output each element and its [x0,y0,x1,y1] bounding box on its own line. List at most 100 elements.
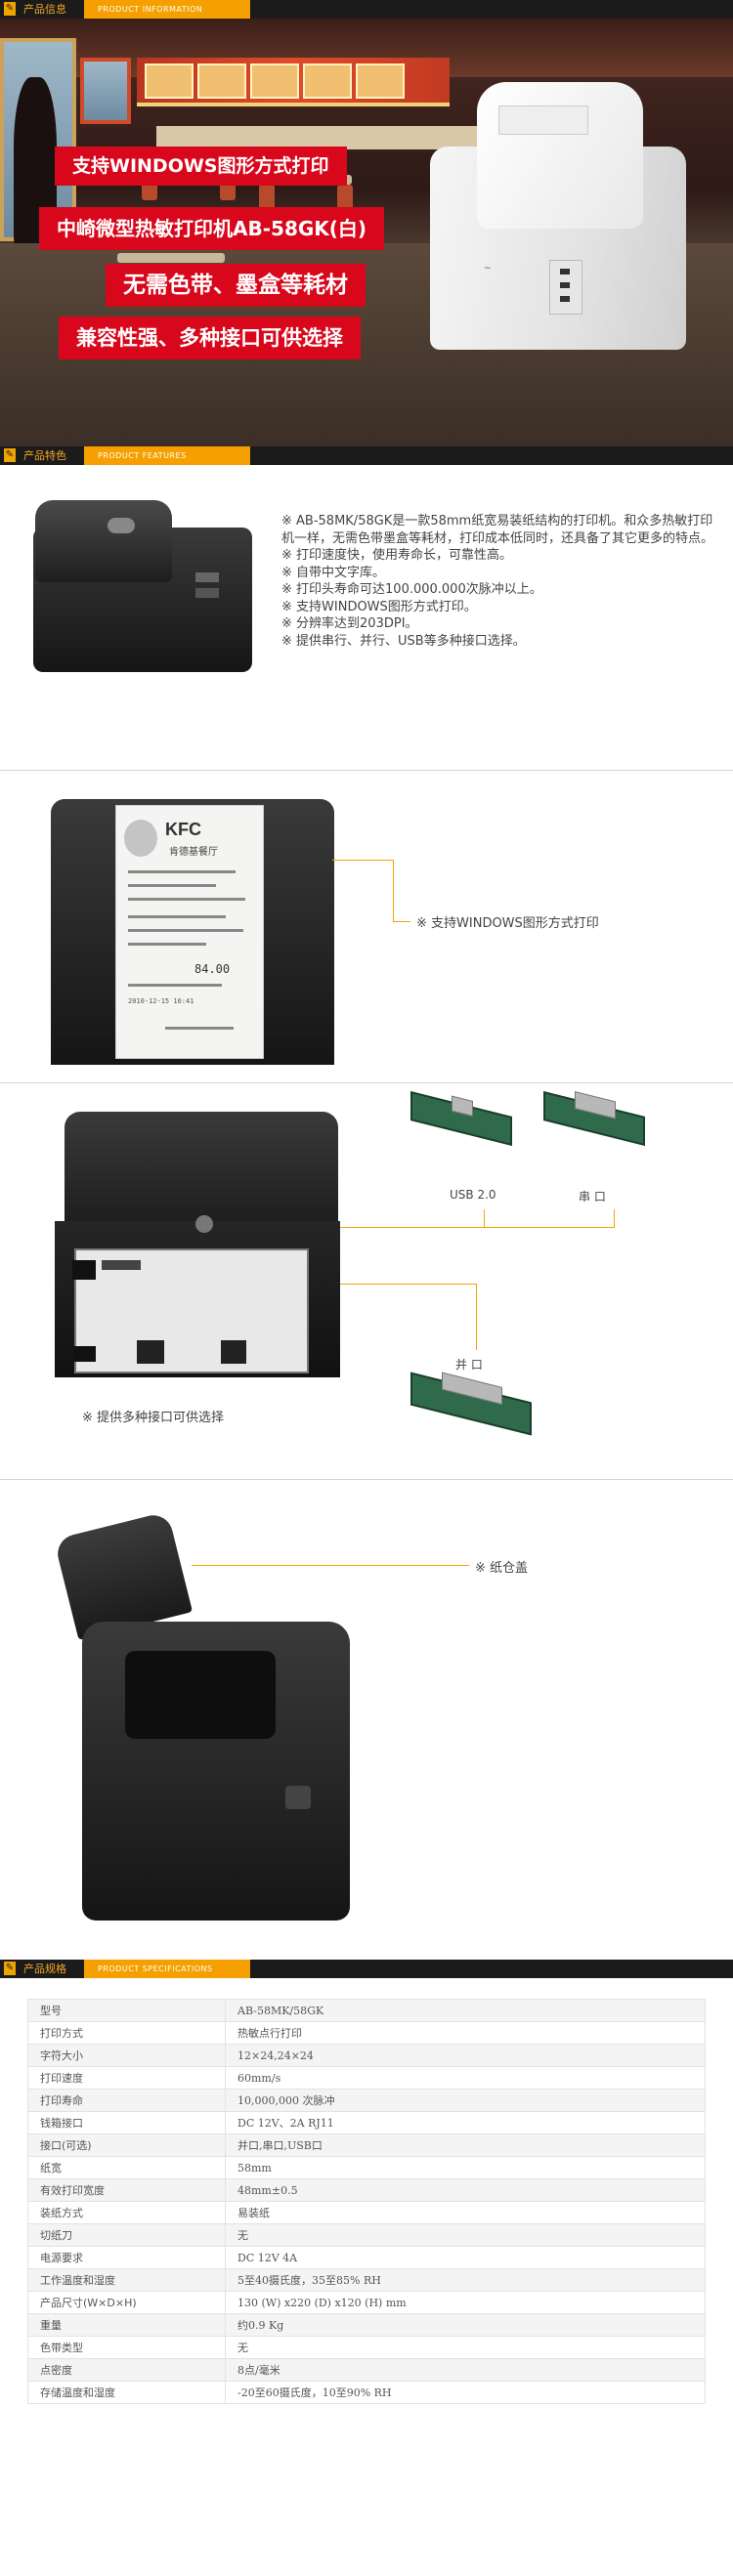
table-row: 产品尺寸(W×D×H)130 (W) x220 (D) x120 (H) mm [27,2291,706,2314]
parallel-board [410,1372,532,1436]
spec-key: 色带类型 [27,2336,226,2359]
spec-value: DC 12V、2A RJ11 [225,2111,706,2134]
callout-graphics-printing: ※ 支持WINDOWS图形方式打印 [416,916,599,931]
spec-value: 8点/毫米 [225,2358,706,2382]
callout-paper-cover: ※ 纸仓盖 [475,1561,529,1576]
table-row: 存储温度和湿度-20至60摄氏度，10至90% RH [27,2381,706,2404]
section-header-features: ✎ 产品特色 PRODUCT FEATURES [0,446,733,465]
rj11-port-icon [137,1340,164,1364]
spec-value: DC 12V 4A [225,2246,706,2269]
spec-value: 热敏点行打印 [225,2021,706,2045]
printer-badge-icon [108,518,135,533]
feature-item: ※ AB-58MK/58GK是一款58mm纸宽易装纸结构的打印机。和众多热敏打印… [281,514,714,546]
usb-port-icon [221,1340,246,1364]
spec-key: 型号 [27,1999,226,2022]
feature-item: ※ 自带中文字库。 [281,565,386,580]
table-row: 色带类型无 [27,2336,706,2359]
spec-value: 60mm/s [225,2066,706,2090]
hero-banner: 兼容性强、多种接口可供选择 [59,317,361,359]
callout-interfaces: ※ 提供多种接口可供选择 [82,1411,225,1425]
printer-label [498,106,588,135]
spec-key: 打印速度 [27,2066,226,2090]
table-row: 接口(可选)并口,串口,USB口 [27,2133,706,2157]
table-row: 装纸方式易装纸 [27,2201,706,2224]
spec-key: 接口(可选) [27,2133,226,2157]
section-title-en: PRODUCT FEATURES [98,451,187,460]
divider [0,770,733,771]
spec-value: 5至40摄氏度，35至85% RH [225,2268,706,2292]
feature-list: ※ AB-58MK/58GK是一款58mm纸宽易装纸结构的打印机。和众多热敏打印… [281,513,721,650]
printed-receipt: KFC 肯德基餐厅 84.00 2010-12-15 16:41 [115,805,264,1059]
black-printer-cover [35,500,172,582]
spec-key: 钱箱接口 [27,2111,226,2134]
usb-label: USB 2.0 [450,1188,496,1202]
paper-compartment [125,1651,276,1739]
table-row: 打印方式热敏点行打印 [27,2021,706,2045]
receipt-date: 2010-12-15 16:41 [128,997,194,1005]
spec-value: 10,000,000 次脉冲 [225,2089,706,2112]
table-row: 切纸刀无 [27,2223,706,2247]
section-title-en: PRODUCT SPECIFICATIONS [98,1964,213,1973]
feature-item: ※ 提供串行、并行、USB等多种接口选择。 [281,633,526,649]
kfc-logo-icon [124,820,157,857]
section-title-cn: 产品特色 [23,449,66,462]
feed-button [195,588,219,598]
hero-banner: 无需色带、墨盒等耗材 [106,264,366,307]
spec-key: 纸宽 [27,2156,226,2179]
power-jack-icon [74,1346,96,1362]
spec-value: 易装纸 [225,2201,706,2224]
spec-key: 点密度 [27,2358,226,2382]
receipt-total: 84.00 [194,962,231,976]
spec-key: 装纸方式 [27,2201,226,2224]
section-title-cn: 产品规格 [23,1963,66,1975]
usb-board [410,1091,512,1146]
printer-control-panel [549,260,582,315]
spec-key: 打印方式 [27,2021,226,2045]
section-marker-icon: ✎ [4,1962,16,1975]
section-title-en: PRODUCT INFORMATION [98,5,203,14]
feature-item: ※ 打印速度快，使用寿命长，可靠性高。 [281,548,513,563]
section-title-tab [84,446,250,465]
parallel-label: 并 口 [455,1358,483,1372]
badge-icon [195,1215,213,1233]
spec-value: -20至60摄氏度，10至90% RH [225,2381,706,2404]
spec-value: 无 [225,2336,706,2359]
spec-value: AB-58MK/58GK [225,1999,706,2022]
section-header-info: ✎ 产品信息 PRODUCT INFORMATION [0,0,733,19]
spec-value: 130 (W) x220 (D) x120 (H) mm [225,2291,706,2314]
divider [0,1082,733,1083]
spec-value: 约0.9 Kg [225,2313,706,2337]
spec-key: 存储温度和湿度 [27,2381,226,2404]
receipt-store: 肯德基餐厅 [169,847,218,858]
feed-button [285,1786,311,1809]
spec-key: 工作温度和湿度 [27,2268,226,2292]
power-switch [72,1260,96,1280]
menu-board [137,58,450,106]
spec-key: 电源要求 [27,2246,226,2269]
spec-value: 并口,串口,USB口 [225,2133,706,2157]
spec-key: 有效打印宽度 [27,2178,226,2202]
spec-key: 切纸刀 [27,2223,226,2247]
serial-label: 串 口 [579,1190,606,1204]
feature-item: ※ 打印头寿命可达100.000.000次脉冲以上。 [281,582,542,597]
table-row: 重量约0.9 Kg [27,2313,706,2337]
spec-value: 58mm [225,2156,706,2179]
section-title-tab [84,1960,250,1978]
feature-item: ※ 支持WINDOWS图形方式打印。 [281,599,477,614]
brand-logo: ~ [484,264,492,274]
section-marker-icon: ✎ [4,2,16,16]
spec-value: 48mm±0.5 [225,2178,706,2202]
spec-key: 打印寿命 [27,2089,226,2112]
section-header-specs: ✎ 产品规格 PRODUCT SPECIFICATIONS [0,1960,733,1978]
spec-key: 重量 [27,2313,226,2337]
